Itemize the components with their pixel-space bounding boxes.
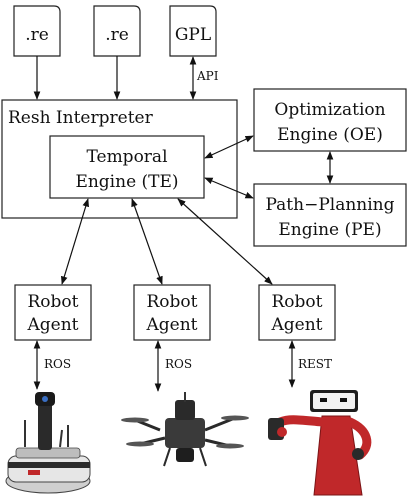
arrow-te-pe: [204, 177, 254, 199]
robot-agent-3-line1: Robot: [272, 292, 323, 312]
robot-agent-2-line2: Agent: [146, 315, 198, 335]
robot-agent-box-3: Robot Agent: [258, 284, 336, 341]
file-re-1-label: .re: [25, 25, 49, 45]
robot-agent-1-line1: Robot: [28, 292, 79, 312]
arrow-te-agent3: [177, 198, 273, 285]
arm-robot-icon: [268, 390, 372, 496]
rest-label: REST: [298, 357, 332, 371]
mobile-robot-icon: [5, 392, 91, 494]
path-planning-engine-box: Path−Planning Engine (PE): [253, 183, 407, 247]
optimization-engine-line1: Optimization: [274, 100, 385, 120]
arrow-te-agent1: [60, 198, 90, 285]
ros-label-1: ROS: [44, 357, 71, 371]
optimization-engine-line2: Engine (OE): [277, 125, 383, 145]
arrow-te-agent2: [131, 198, 163, 285]
ros-label-2: ROS: [165, 357, 192, 371]
file-re-2-label: .re: [105, 25, 129, 45]
path-planning-engine-line2: Engine (PE): [278, 220, 381, 240]
robot-agent-box-2: Robot Agent: [133, 284, 211, 341]
arrow-te-oe: [204, 135, 254, 159]
temporal-engine-line1: Temporal: [86, 147, 167, 167]
robot-agent-1-line2: Agent: [27, 315, 79, 335]
robot-agent-box-1: Robot Agent: [14, 284, 92, 341]
robot-agent-3-line2: Agent: [271, 315, 323, 335]
file-gpl-label: GPL: [175, 25, 211, 45]
path-planning-engine-line1: Path−Planning: [265, 195, 394, 215]
file-re-1: .re: [13, 5, 61, 57]
temporal-engine-box: Temporal Engine (TE): [49, 135, 205, 199]
resh-interpreter-title: Resh Interpreter: [8, 108, 154, 128]
optimization-engine-box: Optimization Engine (OE): [253, 88, 407, 152]
api-label: API: [196, 69, 219, 83]
file-gpl: GPL: [169, 5, 217, 57]
drone-icon: [121, 392, 249, 467]
file-re-2: .re: [93, 5, 141, 57]
robot-agent-2-line1: Robot: [147, 292, 198, 312]
temporal-engine-line2: Engine (TE): [75, 172, 178, 192]
